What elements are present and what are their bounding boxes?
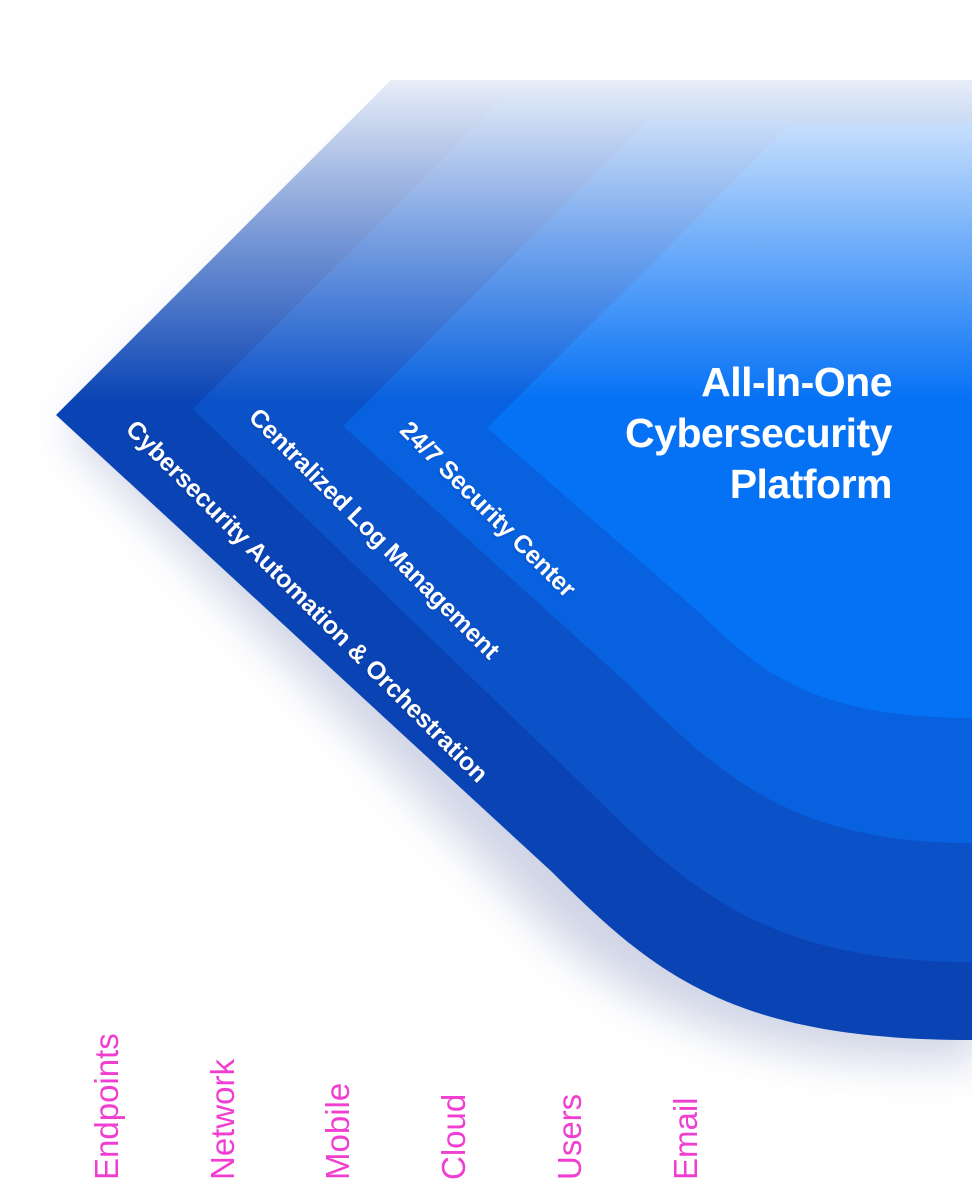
platform-title: All-In-One Cybersecurity Platform — [625, 357, 892, 510]
source-label-endpoints: Endpoints — [88, 1033, 125, 1180]
source-label-users: Users — [551, 1093, 588, 1180]
source-label-network: Network — [204, 1058, 241, 1180]
source-label-mobile: Mobile — [319, 1082, 356, 1180]
connector-lines — [139, 508, 721, 1178]
platform-title-line: Cybersecurity — [625, 410, 892, 456]
source-label-email: Email — [667, 1097, 704, 1180]
platform-title-line: All-In-One — [701, 359, 892, 405]
source-label-cloud: Cloud — [435, 1093, 472, 1180]
platform-title-line: Platform — [729, 461, 893, 507]
